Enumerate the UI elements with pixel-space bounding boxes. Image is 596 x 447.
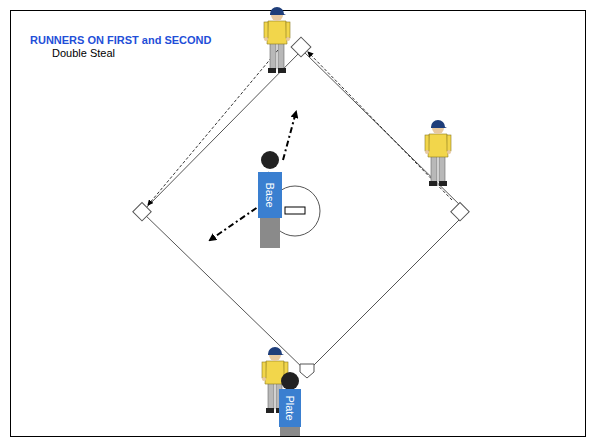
frame	[11, 11, 586, 437]
umpire-head	[261, 151, 279, 169]
title: RUNNERS ON FIRST and SECOND	[30, 34, 212, 47]
pitchers-rubber	[285, 207, 305, 214]
diamond	[142, 50, 467, 372]
umpire-legs	[260, 218, 280, 248]
subtitle: Double Steal	[52, 47, 115, 60]
player-figure	[264, 7, 290, 73]
second-base	[291, 37, 311, 57]
player-figure	[425, 120, 451, 186]
third-base	[133, 203, 151, 221]
umpire-shirt: Plate	[279, 389, 301, 427]
movement-arrow	[283, 112, 296, 160]
runner-path	[308, 52, 452, 200]
umpire-label: Plate	[284, 395, 296, 420]
home-plate	[300, 364, 314, 378]
umpire-legs	[280, 426, 300, 436]
umpire-label: Base	[264, 182, 276, 207]
umpire-shirt: Base	[258, 172, 282, 218]
first-base	[451, 203, 469, 221]
umpire-head	[281, 372, 299, 390]
